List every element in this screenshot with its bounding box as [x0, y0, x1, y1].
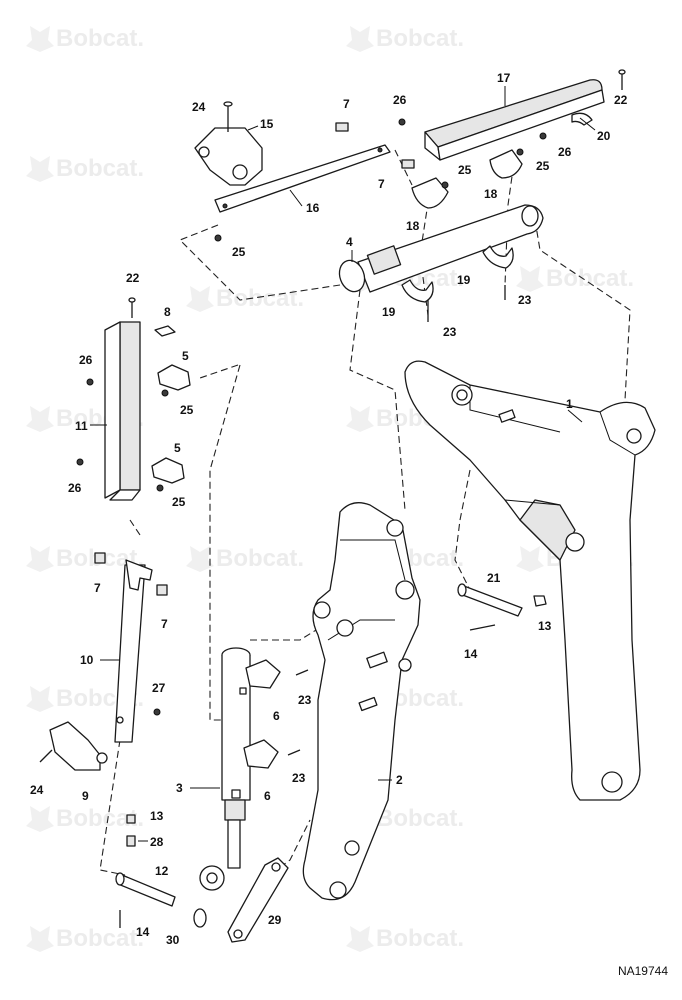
callout-1: 1	[566, 397, 573, 411]
watermark-brand: Bobcat.	[56, 925, 144, 952]
callout-28: 28	[150, 835, 164, 849]
cylinder-part-4[interactable]	[335, 204, 544, 295]
callout-7a: 7	[343, 97, 350, 111]
watermark-brand: Bobcat.	[56, 25, 144, 52]
callout-18a: 18	[406, 219, 420, 233]
callout-14b: 14	[136, 925, 150, 939]
bracket-part-15[interactable]	[194, 127, 263, 186]
callout-11: 11	[75, 419, 88, 433]
watermark-logo: Bobcat.	[26, 155, 144, 182]
hose-guard-part-17[interactable]	[424, 79, 605, 161]
hose-guard-part-11[interactable]	[104, 321, 141, 501]
callout-22b: 22	[126, 271, 140, 285]
callout-8: 8	[164, 305, 171, 319]
callout-6b: 6	[264, 789, 271, 803]
watermark-brand: Bobcat.	[376, 805, 464, 832]
callout-14a: 14	[464, 647, 478, 661]
watermark-logo: Bobcat.	[26, 805, 144, 832]
callout-21: 21	[487, 571, 501, 585]
callout-23a: 23	[443, 325, 457, 339]
callout-13a: 13	[538, 619, 552, 633]
callout-27: 27	[152, 681, 166, 695]
bracket-part-9[interactable]	[49, 721, 108, 771]
callout-26a: 26	[393, 93, 407, 107]
callout-25c: 25	[536, 159, 550, 173]
callout-22a: 22	[614, 93, 628, 107]
pin-part-12[interactable]	[115, 872, 176, 907]
callout-26c: 26	[79, 353, 93, 367]
callout-24b: 24	[30, 783, 44, 797]
watermark-brand: Bobcat.	[376, 925, 464, 952]
watermark-brand: Bobcat.	[216, 285, 304, 312]
callout-23c: 23	[298, 693, 312, 707]
callout-15: 15	[260, 117, 274, 131]
fasteners	[39, 69, 626, 928]
watermark-logo: Bobcat.	[186, 285, 304, 312]
clamp-part-5[interactable]	[151, 364, 191, 484]
strap-part-10[interactable]	[114, 559, 153, 743]
clamp-part-18[interactable]	[411, 149, 523, 209]
callout-23b: 23	[518, 293, 532, 307]
callout-20: 20	[597, 129, 611, 143]
callout-25b: 25	[458, 163, 472, 177]
callout-24a: 24	[192, 100, 206, 114]
clamp-part-6[interactable]	[239, 659, 281, 769]
callout-6a: 6	[273, 709, 280, 723]
callout-10: 10	[80, 653, 94, 667]
callout-19b: 19	[457, 273, 471, 287]
watermark-logo: Bobcat.	[346, 25, 464, 52]
callout-7d: 7	[161, 617, 168, 631]
strap-part-16[interactable]	[214, 144, 391, 213]
watermark-brand: Bobcat.	[216, 545, 304, 572]
cylinder-part-3[interactable]	[199, 647, 251, 891]
watermark-logo: Bobcat.	[346, 925, 464, 952]
callout-2: 2	[396, 773, 403, 787]
callout-12: 12	[155, 864, 169, 878]
watermark-logo: Bobcat.	[186, 545, 304, 572]
callout-26d: 26	[68, 481, 82, 495]
callout-18b: 18	[484, 187, 498, 201]
watermark-brand: Bobcat.	[376, 25, 464, 52]
callout-17: 17	[497, 71, 511, 85]
callout-7b: 7	[378, 177, 385, 191]
watermark-logo: Bobcat.	[26, 925, 144, 952]
callout-3: 3	[176, 781, 183, 795]
callout-13b: 13	[150, 809, 164, 823]
link-part-29[interactable]	[227, 857, 289, 943]
callout-19a: 19	[382, 305, 396, 319]
clip-part-8[interactable]	[154, 325, 176, 337]
callout-25d: 25	[180, 403, 194, 417]
callout-23d: 23	[292, 771, 306, 785]
callout-25e: 25	[172, 495, 186, 509]
spacer-part-28[interactable]	[126, 835, 136, 847]
callout-26b: 26	[558, 145, 572, 159]
clamp-part-19[interactable]	[401, 245, 514, 303]
watermark-logo: Bobcat.	[516, 265, 634, 292]
callout-16: 16	[306, 201, 320, 215]
callout-9: 9	[82, 789, 89, 803]
wear-pad-part-7[interactable]	[94, 122, 415, 596]
pin-part-21[interactable]	[457, 583, 523, 617]
drawing-reference: NA19744	[618, 964, 668, 978]
boom-part-1[interactable]	[404, 360, 656, 801]
watermark-logo: Bobcat.	[26, 25, 144, 52]
callout-5b: 5	[174, 441, 181, 455]
callout-4: 4	[346, 235, 353, 249]
washer-part-30[interactable]	[193, 908, 207, 928]
callout-7c: 7	[94, 581, 101, 595]
callout-25a: 25	[232, 245, 246, 259]
watermark-brand: Bobcat.	[546, 265, 634, 292]
callout-30: 30	[166, 933, 180, 947]
callout-5a: 5	[182, 349, 189, 363]
callout-29: 29	[268, 913, 282, 927]
watermark-brand: Bobcat.	[56, 155, 144, 182]
arm-part-2[interactable]	[302, 502, 421, 901]
